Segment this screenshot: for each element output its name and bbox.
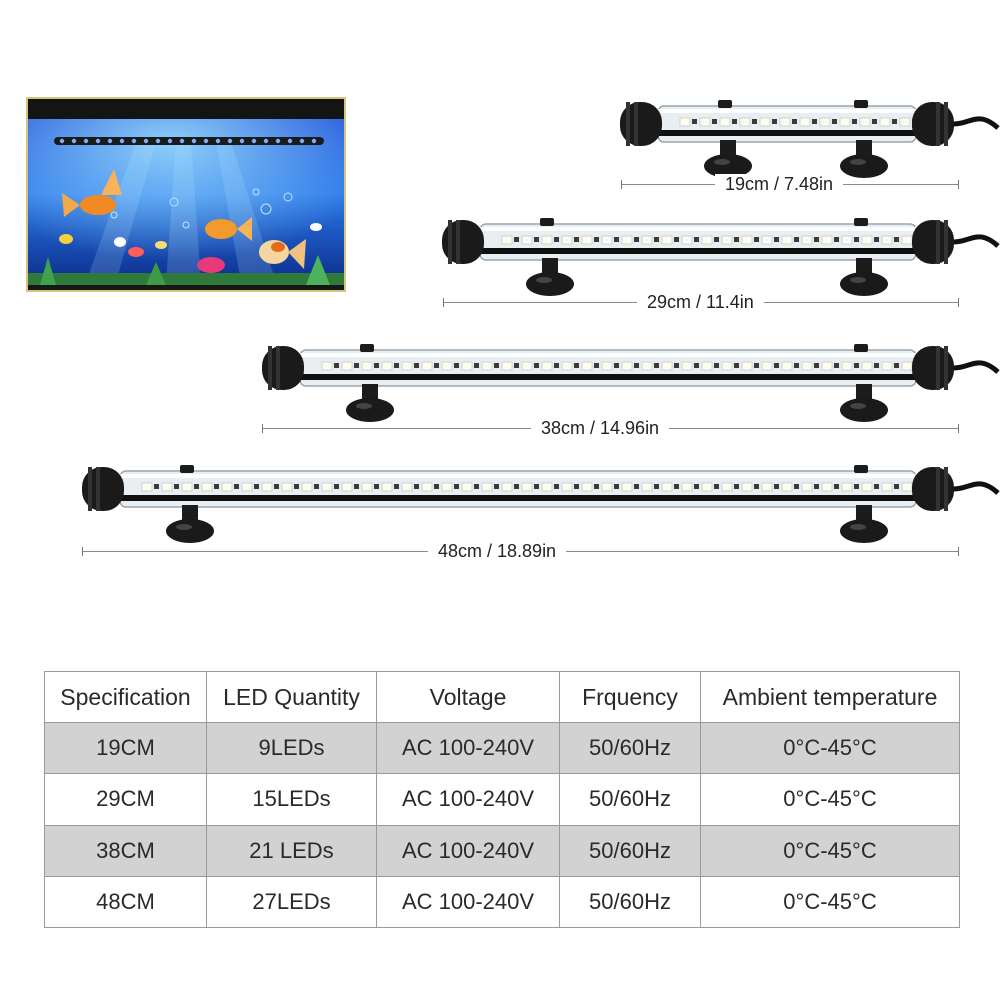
- cell-voltage: AC 100-240V: [376, 875, 560, 929]
- fish-icon: [59, 223, 322, 273]
- end-cap-icon: [912, 467, 954, 511]
- light-bar-48cm: [82, 465, 1000, 543]
- dimension-48cm: 48cm / 18.89in: [82, 540, 959, 562]
- table-header-row: Specification LED Quantity Voltage Frque…: [44, 671, 960, 723]
- end-cap-icon: [912, 346, 954, 390]
- table-row: 48CM 27LEDs AC 100-240V 50/60Hz 0°C-45°C: [44, 875, 960, 929]
- header-led-quantity: LED Quantity: [206, 671, 377, 723]
- dimension-label: 48cm / 18.89in: [428, 540, 567, 562]
- cell-ambient-temperature: 0°C-45°C: [700, 875, 960, 929]
- end-cap-icon: [620, 102, 662, 146]
- goldfish-icon: [205, 217, 252, 241]
- cell-specification: 19CM: [44, 721, 207, 775]
- end-cap-icon: [912, 102, 954, 146]
- led-strip: [679, 117, 917, 127]
- light-bar-38cm: [262, 344, 1000, 422]
- dimension-19cm: 19cm / 7.48in: [621, 173, 959, 195]
- end-cap-icon: [442, 220, 484, 264]
- suction-cup-icon: [346, 344, 394, 422]
- table-row: 29CM 15LEDs AC 100-240V 50/60Hz 0°C-45°C: [44, 773, 960, 826]
- cell-led-quantity: 9LEDs: [206, 721, 377, 775]
- light-bar-19cm: [620, 100, 1000, 178]
- table-row: 19CM 9LEDs AC 100-240V 50/60Hz 0°C-45°C: [44, 721, 960, 775]
- end-cap-icon: [82, 467, 124, 511]
- suction-cup-icon: [704, 100, 752, 178]
- cell-frequency: 50/60Hz: [559, 824, 701, 877]
- cell-frequency: 50/60Hz: [559, 721, 701, 775]
- led-strip: [321, 361, 919, 371]
- bubbles-icon: [110, 188, 293, 229]
- cell-ambient-temperature: 0°C-45°C: [700, 824, 960, 877]
- suction-cup-icon: [840, 344, 888, 422]
- cell-voltage: AC 100-240V: [376, 773, 560, 826]
- cell-specification: 29CM: [44, 773, 207, 826]
- led-strip: [501, 235, 919, 245]
- suction-cup-icon: [840, 218, 888, 296]
- plants-icon: [28, 255, 344, 285]
- cell-led-quantity: 15LEDs: [206, 773, 377, 826]
- light-bar-29cm: [442, 218, 1000, 296]
- goldfish-icon: [62, 169, 122, 217]
- table-row: 38CM 21 LEDs AC 100-240V 50/60Hz 0°C-45°…: [44, 824, 960, 877]
- cell-voltage: AC 100-240V: [376, 824, 560, 877]
- goldfish-icon: [259, 239, 306, 269]
- suction-cup-icon: [840, 465, 888, 543]
- led-strip: [141, 482, 919, 492]
- dimension-label: 29cm / 11.4in: [637, 291, 764, 313]
- aquarium-photo: [26, 97, 346, 292]
- header-frequency: Frquency: [559, 671, 701, 723]
- cell-frequency: 50/60Hz: [559, 773, 701, 826]
- suction-cup-icon: [166, 465, 214, 543]
- cell-specification: 48CM: [44, 875, 207, 929]
- cell-led-quantity: 27LEDs: [206, 875, 377, 929]
- cell-specification: 38CM: [44, 824, 207, 877]
- cell-led-quantity: 21 LEDs: [206, 824, 377, 877]
- dimension-29cm: 29cm / 11.4in: [443, 291, 959, 313]
- dimension-38cm: 38cm / 14.96in: [262, 417, 959, 439]
- header-ambient-temperature: Ambient temperature: [700, 671, 960, 723]
- dimension-label: 19cm / 7.48in: [715, 173, 844, 195]
- dimension-label: 38cm / 14.96in: [531, 417, 670, 439]
- end-cap-icon: [912, 220, 954, 264]
- end-cap-icon: [262, 346, 304, 390]
- cell-frequency: 50/60Hz: [559, 875, 701, 929]
- spec-table: Specification LED Quantity Voltage Frque…: [44, 671, 960, 929]
- header-specification: Specification: [44, 671, 207, 723]
- suction-cup-icon: [526, 218, 574, 296]
- header-voltage: Voltage: [376, 671, 560, 723]
- cell-ambient-temperature: 0°C-45°C: [700, 773, 960, 826]
- suction-cup-icon: [840, 100, 888, 178]
- cell-voltage: AC 100-240V: [376, 721, 560, 775]
- cell-ambient-temperature: 0°C-45°C: [700, 721, 960, 775]
